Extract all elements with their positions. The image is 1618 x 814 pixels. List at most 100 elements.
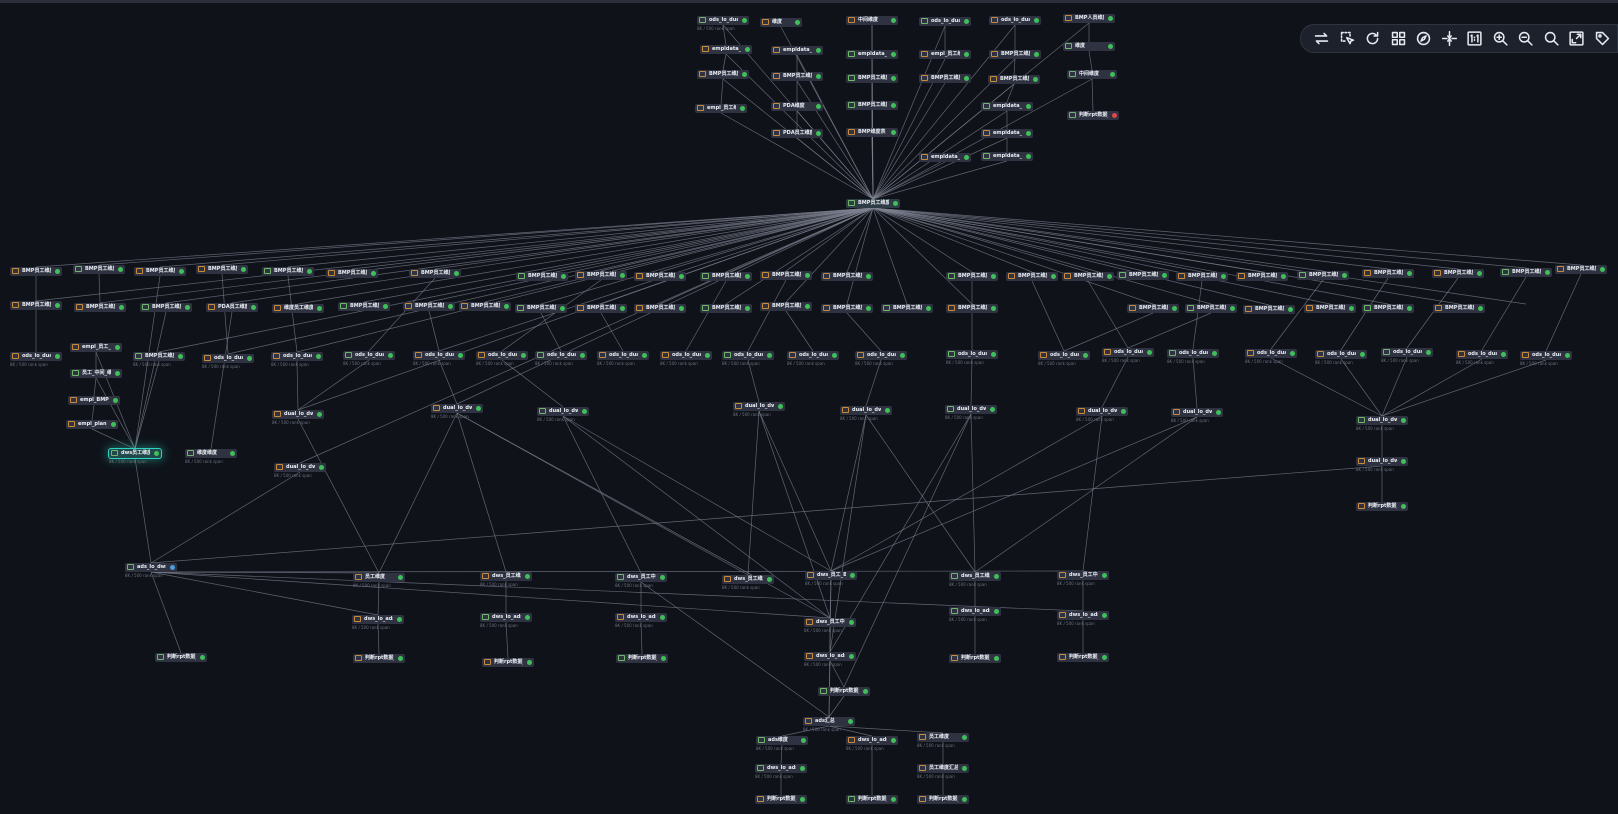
lineage-node[interactable]: ods_lo_dual_BMP...	[989, 16, 1041, 25]
lineage-node[interactable]: empldata_员工维度	[771, 46, 823, 55]
lineage-node[interactable]: ods_lo_dual_BMP...8K / 500 rank span	[1038, 351, 1090, 366]
lineage-node[interactable]: BMP员工维度表	[459, 302, 511, 311]
lineage-node[interactable]: BMP员工维度表...	[134, 267, 186, 276]
lineage-node[interactable]: ods_lo_dual_BMP...8K / 500 rank span	[271, 352, 323, 367]
lineage-node[interactable]: BMP员工维度表	[1117, 271, 1169, 280]
lineage-node[interactable]: BMP员工维度表	[1362, 304, 1414, 313]
lineage-node[interactable]: dws_lo_ads_BMP...8K / 500 rank span	[804, 652, 856, 667]
lineage-node[interactable]: BMP员工维度表	[846, 101, 898, 110]
lineage-node[interactable]: empldata_员工维度	[919, 153, 971, 162]
lineage-node[interactable]: ods_lo_dual_BMP...8K / 500 rank span	[1456, 350, 1508, 365]
lineage-node[interactable]: BMP员工维度表	[516, 272, 568, 281]
lineage-node[interactable]: BMP员工维度表	[1500, 268, 1552, 277]
lineage-node[interactable]: 判断rpt数据_empldata...	[818, 687, 870, 696]
lineage-node[interactable]: empl_plan_rt_维度	[66, 420, 118, 429]
lineage-node[interactable]: BMP员工维度表	[700, 272, 752, 281]
lineage-node[interactable]: 中间维度	[846, 16, 898, 25]
lineage-node[interactable]: ods_lo_dual_BMP...8K / 500 rank span	[597, 351, 649, 366]
lineage-node[interactable]: BMP员工维度表	[1185, 304, 1237, 313]
zoom-in-button[interactable]	[1490, 28, 1512, 50]
lineage-node[interactable]: ods_lo_dual_empl_基8K / 500 rank span	[697, 16, 749, 31]
lineage-node[interactable]: 维度	[1063, 42, 1115, 51]
lineage-node[interactable]: BMP员工维度表	[700, 304, 752, 313]
lineage-node[interactable]: BMP员工维度表	[881, 304, 933, 313]
lineage-node[interactable]: empl_员工_维度	[70, 343, 122, 352]
lineage-node[interactable]: BMP人员维度表	[1063, 14, 1115, 23]
lineage-node[interactable]: BMP员工维度表	[403, 302, 455, 311]
lineage-node[interactable]: dws_lo_ads_BMP...8K / 500 rank span	[615, 613, 667, 628]
lineage-node[interactable]: dws员工维度汇总8K / 500 rank span	[109, 449, 161, 464]
zoom-out-button[interactable]	[1515, 28, 1537, 50]
lineage-node[interactable]: 判断rpt数据_empldata...	[353, 654, 405, 663]
lineage-node[interactable]: dws_lo_ads_BMP...8K / 500 rank span	[352, 615, 404, 630]
lineage-node[interactable]: 判断rpt数据_empldata...	[949, 654, 1001, 663]
lineage-node[interactable]: BMP员工维度表	[988, 75, 1040, 84]
lineage-node[interactable]: ods_lo_dual_BMP...8K / 500 rank span	[1520, 351, 1572, 366]
lineage-node[interactable]: BMP员工维度表	[1304, 304, 1356, 313]
lineage-node[interactable]: BMP员工维度表8K / 500 rank span	[133, 352, 185, 367]
lineage-node[interactable]: ods_lo_dual_BMP...8K / 500 rank span	[535, 351, 587, 366]
lineage-node[interactable]: ods_lo_dual_BMP...8K / 500 rank span	[413, 351, 465, 366]
lineage-node[interactable]: BMP员工维度表	[1297, 271, 1349, 280]
lineage-node[interactable]: 中间维度	[1067, 70, 1117, 79]
lineage-node[interactable]: ods_lo_dual_BMP...8K / 500 rank span	[476, 351, 528, 366]
lineage-node[interactable]: empldata_员工维度	[846, 50, 898, 59]
lineage-node[interactable]: dws_lo_ads_BMP...8K / 500 rank span	[1057, 611, 1109, 626]
lineage-node[interactable]: empldata_员工维度	[981, 152, 1033, 161]
lineage-node[interactable]: ods_lo_dual_BMP...8K / 500 rank span	[1245, 349, 1297, 364]
lineage-node[interactable]: 判断rpt数据_empldata...	[917, 795, 969, 804]
lineage-node[interactable]: ods_lo_dual_BMP...8K / 500 rank span	[855, 351, 907, 366]
lineage-node[interactable]: BMP员工维度	[771, 72, 823, 81]
lineage-node[interactable]: dws_lo_ads_BMP...8K / 500 rank span	[480, 613, 532, 628]
lineage-node[interactable]: BMP员工维度表...	[326, 269, 378, 278]
lineage-node[interactable]: ods_lo_dual_BMP...8K / 500 rank span	[202, 354, 254, 369]
lineage-node[interactable]: 判断rpt数据_empldata...	[1356, 502, 1408, 511]
lineage-node[interactable]: ods_lo_dual_BMP...8K / 500 rank span	[1381, 348, 1433, 363]
lineage-node[interactable]: 判断rpt数据_empldata...	[155, 653, 207, 662]
compass-button[interactable]	[1413, 28, 1435, 50]
lineage-node[interactable]: BMP员工维度表	[1362, 269, 1414, 278]
lineage-node[interactable]: BMP员工维度表	[1433, 304, 1485, 313]
center-button[interactable]	[1439, 28, 1461, 50]
lineage-node[interactable]: BMP员工维度表	[338, 302, 390, 311]
lineage-node[interactable]: 判断rpt数据_empldata...	[482, 658, 534, 667]
lineage-node[interactable]: empl_BMP_CR_...	[68, 396, 120, 405]
lineage-node[interactable]: BMP员工维度表	[919, 74, 971, 83]
lineage-node[interactable]: empl_员工维度	[695, 104, 747, 113]
lineage-node[interactable]: 判断rpt数据_empldata...	[846, 795, 898, 804]
lineage-node[interactable]: BMP员工维度表...	[634, 272, 686, 281]
grid-layout-button[interactable]	[1388, 28, 1410, 50]
lineage-node[interactable]: ods_lo_dual_BMP...8K / 500 rank span	[343, 351, 395, 366]
lineage-node[interactable]: BMP员工维度表	[1062, 272, 1114, 281]
lineage-node[interactable]: BMP员工维度表	[989, 50, 1041, 59]
refresh-button[interactable]	[1362, 28, 1384, 50]
lineage-node[interactable]: ods_lo_dual_BMP...8K / 500 rank span	[10, 352, 62, 367]
lineage-node[interactable]: BMP员工维度表	[697, 70, 749, 79]
lineage-node[interactable]: BMP员工维度中间	[846, 199, 900, 208]
lineage-node[interactable]: BMP员工维度表	[760, 271, 812, 280]
lineage-node[interactable]: BMP员工维度表	[821, 304, 873, 313]
lineage-node[interactable]: BMP员工维度表	[575, 271, 627, 280]
lineage-node[interactable]: BMP员工维度表	[1243, 305, 1295, 314]
lineage-node[interactable]: ods_lo_dual_BMP...8K / 500 rank span	[1102, 348, 1154, 363]
lineage-node[interactable]: dws_员工维度维度8K / 500 rank span	[480, 572, 532, 587]
lineage-node[interactable]: 维度员工维度表	[272, 304, 324, 313]
tag-button[interactable]	[1592, 28, 1614, 50]
lineage-node[interactable]: BMP员工维度表	[1236, 272, 1288, 281]
lineage-node[interactable]: BMP员工维度表	[140, 303, 192, 312]
lineage-node[interactable]: ods_lo_dual_BMP...8K / 500 rank span	[722, 351, 774, 366]
